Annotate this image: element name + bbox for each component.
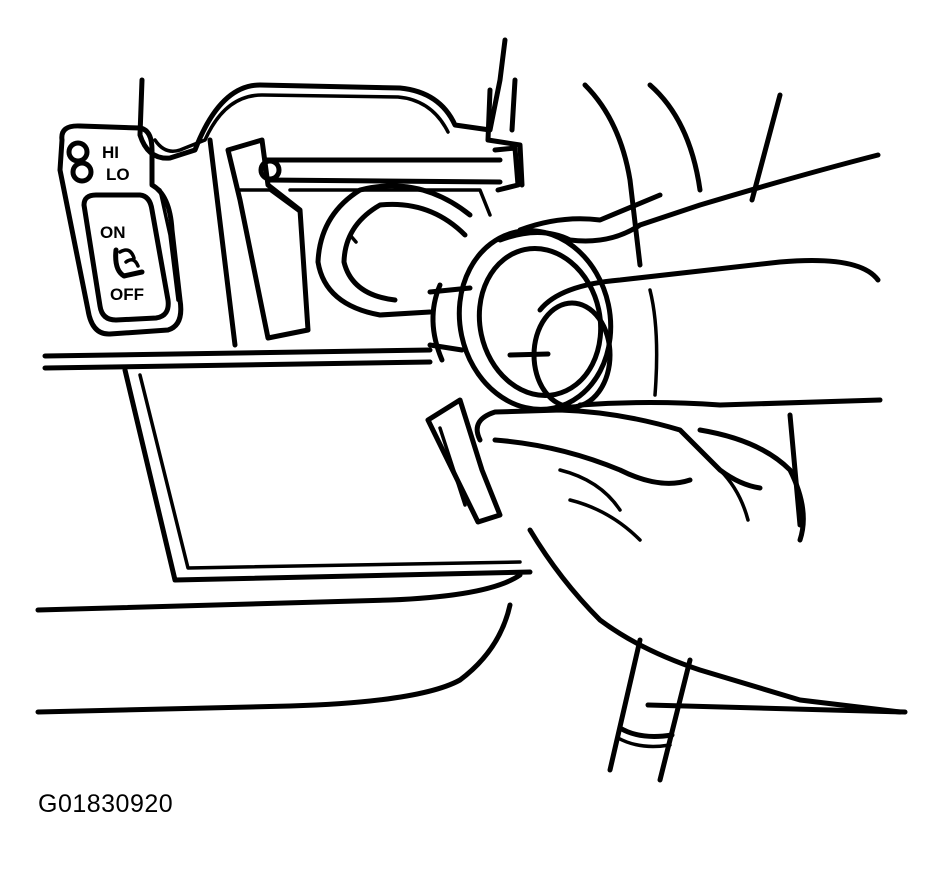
dash-panel-top-edge xyxy=(42,347,433,359)
cable-band xyxy=(617,725,675,739)
console-bottom-sweep xyxy=(35,602,513,715)
thumb-tip xyxy=(531,300,613,410)
index-finger-top xyxy=(497,152,881,244)
heater-bracket xyxy=(225,137,521,341)
knuckle-lines xyxy=(558,468,642,542)
forearm-right xyxy=(787,412,803,528)
cable-left-edge xyxy=(607,637,643,773)
trim-right-edge xyxy=(485,77,525,188)
thumb-outline xyxy=(537,258,881,313)
lighter-socket xyxy=(315,183,473,318)
tool-edge xyxy=(438,426,467,507)
finger-curl xyxy=(492,437,693,486)
thumb-lower xyxy=(577,397,883,408)
dash-panel-top-edge-lower xyxy=(42,359,433,371)
console-trim xyxy=(35,37,908,715)
bracket-body xyxy=(225,137,311,341)
lower-panel-inner xyxy=(138,373,522,570)
seat-heater-icon xyxy=(113,247,145,279)
cable-band-2 xyxy=(616,736,672,749)
socket-knob xyxy=(427,228,614,412)
indicator-lamp-hi xyxy=(66,140,90,164)
bracket-fold xyxy=(238,188,302,214)
hand xyxy=(474,82,903,715)
forearm-upper-2 xyxy=(647,82,703,193)
trim-upper-curve xyxy=(137,37,508,161)
switch-bezel-inner xyxy=(150,183,180,302)
cable xyxy=(607,637,693,783)
rod-end-right xyxy=(492,145,521,193)
socket-outer-ring xyxy=(315,183,473,318)
console-right-line xyxy=(645,702,908,715)
forearm-upper-1 xyxy=(582,82,643,268)
cable-right-edge xyxy=(657,657,693,783)
dash-panel-right-line xyxy=(507,351,551,358)
lower-panel-outline xyxy=(122,367,533,583)
indicator-lamp-lo xyxy=(70,160,94,184)
thumb-crease xyxy=(648,288,659,397)
rocker-button xyxy=(81,192,171,323)
wrist-crease xyxy=(718,468,750,522)
wrist-curve xyxy=(697,427,806,543)
console-lower-sweep xyxy=(35,572,523,613)
switch-label-hi: HI xyxy=(102,143,119,162)
tool-body xyxy=(425,397,503,525)
bracket-lower-tab xyxy=(288,188,492,217)
socket-inner-ring xyxy=(341,201,468,303)
seat-heater-switch: HI LO ON OFF xyxy=(57,123,184,337)
socket-notch xyxy=(348,233,358,244)
palm-lower xyxy=(527,527,903,715)
knob-middle xyxy=(476,246,604,398)
connector-tool xyxy=(425,397,503,525)
bracket-rod-lower xyxy=(265,177,503,185)
figure-code: G01830920 xyxy=(38,790,174,818)
switch-label-on: ON xyxy=(100,223,126,242)
index-finger-upper xyxy=(517,192,663,233)
switch-label-off: OFF xyxy=(110,285,144,304)
switch-label-lo: LO xyxy=(106,165,130,184)
trim-upper-curve-inner xyxy=(153,93,450,153)
forearm-upper-3 xyxy=(749,92,783,203)
knob-rim-left xyxy=(430,282,445,363)
rod-end-left xyxy=(258,158,282,182)
trim-left-edge xyxy=(207,137,238,348)
finger-front xyxy=(474,407,763,491)
switch-bezel xyxy=(57,123,184,337)
